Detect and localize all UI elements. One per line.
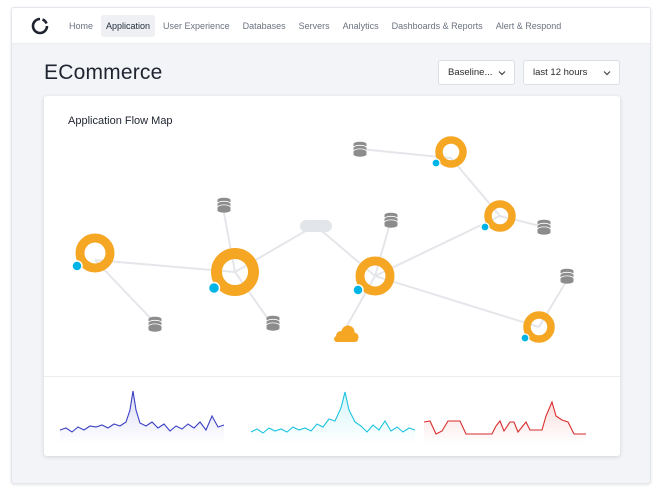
app-node[interactable] [520,311,555,343]
page-title: ECommerce [44,61,163,84]
edge [94,259,156,324]
baseline-dropdown[interactable]: Baseline... [438,60,515,85]
status-dot [207,281,221,295]
cloud-icon[interactable] [334,325,359,343]
sparkline-path [59,390,225,433]
edge [374,215,501,277]
database-icon[interactable] [266,315,280,332]
nav-item-analytics[interactable]: Analytics [342,21,379,31]
sparkline-path [423,400,586,435]
chevron-down-icon [603,71,611,76]
database-icon[interactable] [384,212,398,229]
database-icon[interactable] [217,197,231,214]
app-node[interactable] [431,136,467,168]
flow-map-canvas [71,136,574,343]
brand-logo-icon[interactable] [31,17,49,35]
database-icon[interactable] [148,316,162,333]
database-icon[interactable] [353,141,367,158]
edge [343,275,376,332]
sparkline-path [250,391,416,434]
nav-item-servers[interactable]: Servers [298,21,330,31]
nav-item-application[interactable]: Application [101,15,156,37]
edge [374,219,392,277]
flow-map-title: Application Flow Map [68,115,173,127]
time-range-dropdown[interactable]: last 12 hours [523,60,620,85]
nav-item-databases[interactable]: Databases [242,21,286,31]
service-node-pill[interactable] [300,220,332,232]
status-dot [352,284,364,296]
status-dot [71,260,83,272]
status-dot [431,158,441,168]
main-nav: Home Application User Experience Databas… [64,15,569,37]
edge [223,212,236,273]
edge [359,148,452,159]
sparkline-cyan [250,391,416,444]
flow-map-card: Application Flow Map [44,96,620,456]
nav-item-dashboards-reports[interactable]: Dashboards & Reports [391,21,483,31]
nav-item-home[interactable]: Home [69,21,94,31]
baseline-dropdown-label: Baseline... [448,67,493,78]
flow-edges [94,148,568,332]
card-divider [44,376,620,377]
nav-item-alert-respond[interactable]: Alert & Respond [495,21,562,31]
chevron-down-icon [498,71,506,76]
database-nodes [148,141,574,333]
nav-item-user-experience[interactable]: User Experience [163,21,230,31]
sparkline-blue [59,390,225,444]
app-node[interactable] [71,233,115,273]
app-window: Home Application User Experience Databas… [11,7,651,484]
edge [499,215,545,228]
app-node[interactable] [480,200,516,232]
edge [374,275,540,328]
app-nodes [71,136,555,343]
app-node[interactable] [352,256,395,296]
status-dot [480,222,490,232]
edge [234,271,274,327]
database-icon[interactable] [560,268,574,285]
sparkline-red [423,400,586,444]
database-icon[interactable] [537,219,551,236]
app-node[interactable] [207,248,259,296]
status-dot [520,333,530,343]
top-navbar: Home Application User Experience Databas… [12,8,650,44]
time-range-dropdown-label: last 12 hours [533,67,588,78]
